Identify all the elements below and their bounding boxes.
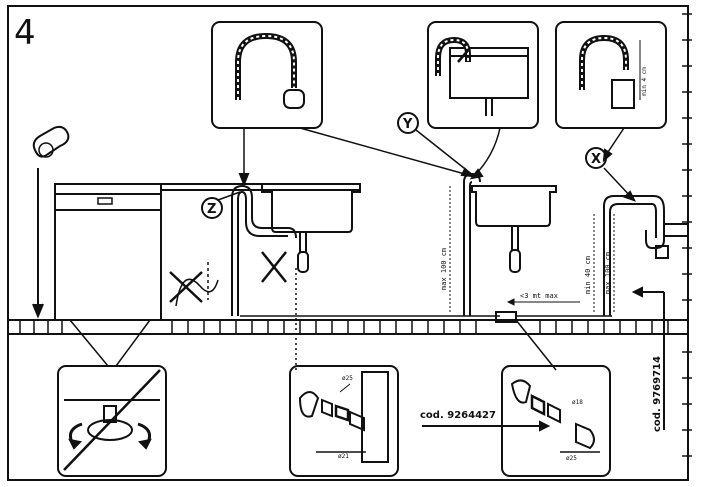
code-right-label: cod. 9769714 — [652, 356, 663, 432]
diagram-frame — [7, 5, 689, 481]
crossed-out-hose-loop — [169, 262, 219, 307]
drain-hose-z — [231, 184, 297, 316]
detail-box-z — [211, 21, 475, 187]
detail-box-y — [427, 21, 539, 180]
dimension-x-max: max 100 cm — [604, 252, 612, 294]
floor-band — [8, 319, 688, 335]
wall-hatching — [682, 13, 692, 457]
dimension-lines — [449, 186, 615, 314]
dimension-max-y: max 100 cm — [440, 248, 448, 290]
drain-hose-x — [603, 195, 688, 316]
fitting-left-bottom-label: ø21 — [338, 453, 349, 460]
floor-connector — [495, 311, 517, 323]
callout-z-label: Z — [207, 202, 216, 217]
sink-left — [261, 183, 361, 370]
callout-y-circle — [397, 112, 419, 134]
detail-box-x — [555, 21, 667, 202]
code-left-arrow — [422, 420, 551, 432]
detail-x-label: min 4 cm — [641, 67, 648, 96]
callout-x-label: X — [591, 152, 601, 167]
step-number: 4 — [14, 13, 36, 53]
fitting-right-bottom-label: ø25 — [566, 455, 577, 462]
dimension-x-min: min 40 cm — [584, 256, 592, 294]
code-left-label: cod. 9264427 — [420, 410, 496, 421]
fitting-left-top-label: ø25 — [342, 375, 353, 382]
dishwasher — [54, 183, 360, 321]
adjust-feet-hand-icon — [32, 125, 70, 319]
detail-box-feet — [57, 365, 167, 477]
drain-hose-y — [463, 172, 481, 316]
dimension-horizontal-length: <3 mt max — [520, 292, 558, 300]
code-right-arrow — [631, 286, 665, 430]
callout-z-circle — [201, 197, 223, 219]
sink-right — [471, 185, 557, 273]
fitting-right-top-label: ø18 — [572, 399, 583, 406]
detail-box-fitting-left — [289, 365, 399, 477]
callout-y-label: Y — [402, 117, 413, 132]
detail-box-fitting-right — [501, 365, 611, 477]
